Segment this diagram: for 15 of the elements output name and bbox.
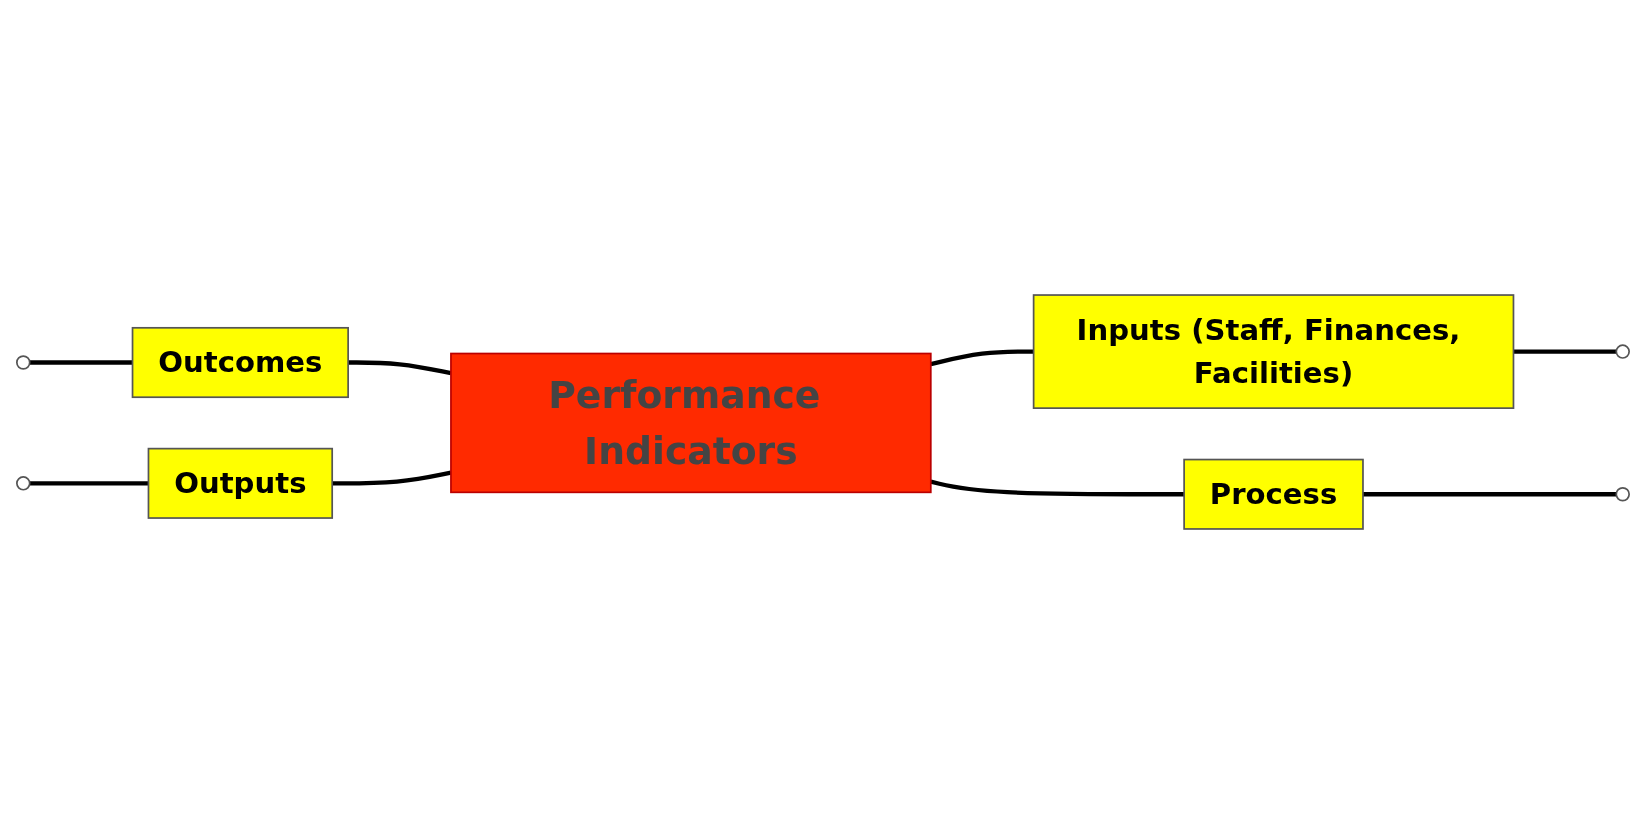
node-box: Outputs	[147, 447, 334, 519]
connector	[930, 349, 1034, 367]
node-box: Inputs (Staff, Finances, Facilities)	[1032, 294, 1515, 409]
connector	[29, 360, 133, 365]
node-circle	[16, 476, 31, 491]
connector	[930, 479, 1185, 497]
node-circle	[16, 355, 31, 370]
node-circle	[1615, 486, 1630, 502]
node-box: Process	[1183, 458, 1364, 530]
connector	[1513, 349, 1617, 354]
connector	[29, 481, 149, 486]
node-box: Performance Indicators	[450, 352, 932, 494]
node-box: Outcomes	[131, 326, 349, 399]
node-circle	[1615, 344, 1630, 359]
connector	[1362, 492, 1617, 497]
